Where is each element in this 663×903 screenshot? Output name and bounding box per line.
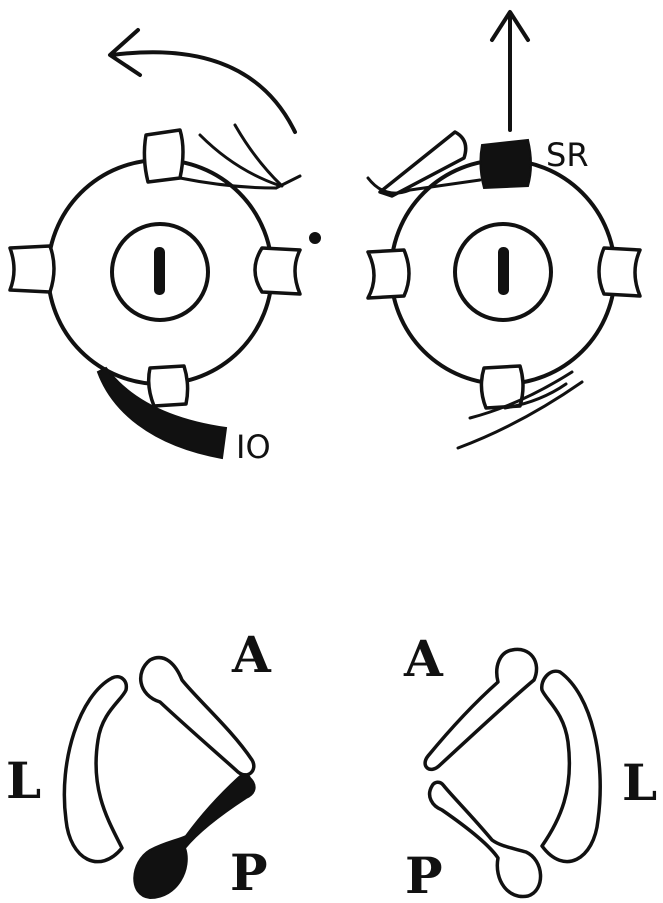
right-lateral-canal [542, 671, 600, 861]
left-superior-stump [144, 130, 183, 182]
left-medial-stump [255, 248, 300, 294]
left-dot-marker [310, 233, 320, 243]
label-left-anterior: A [231, 625, 272, 684]
right-lateral-stump [599, 248, 640, 296]
label-right-anterior: A [403, 629, 444, 688]
left-canals: A L P [6, 625, 272, 902]
label-left-posterior: P [230, 843, 268, 902]
left-inferior-stump [149, 366, 188, 406]
right-canals: A L P [403, 629, 657, 903]
left-eye: IO [10, 30, 320, 466]
right-posterior-canal [430, 782, 541, 896]
label-left-lateral: L [6, 751, 41, 810]
right-pupil [499, 248, 508, 294]
left-lateral-canal [64, 677, 126, 862]
right-eye: SR [368, 12, 640, 448]
superior-rectus-muscle [480, 140, 531, 188]
label-right-lateral: L [622, 753, 657, 812]
io-label: IO [236, 428, 271, 466]
sr-label: SR [546, 136, 589, 174]
left-pupil [155, 248, 164, 294]
label-right-posterior: P [405, 846, 443, 903]
left-lateral-stump [10, 246, 54, 292]
left-superior-oblique-strand-1 [200, 135, 278, 185]
right-superior-oblique [380, 132, 466, 196]
rotation-arrow [112, 52, 295, 132]
right-medial-stump [368, 250, 409, 298]
